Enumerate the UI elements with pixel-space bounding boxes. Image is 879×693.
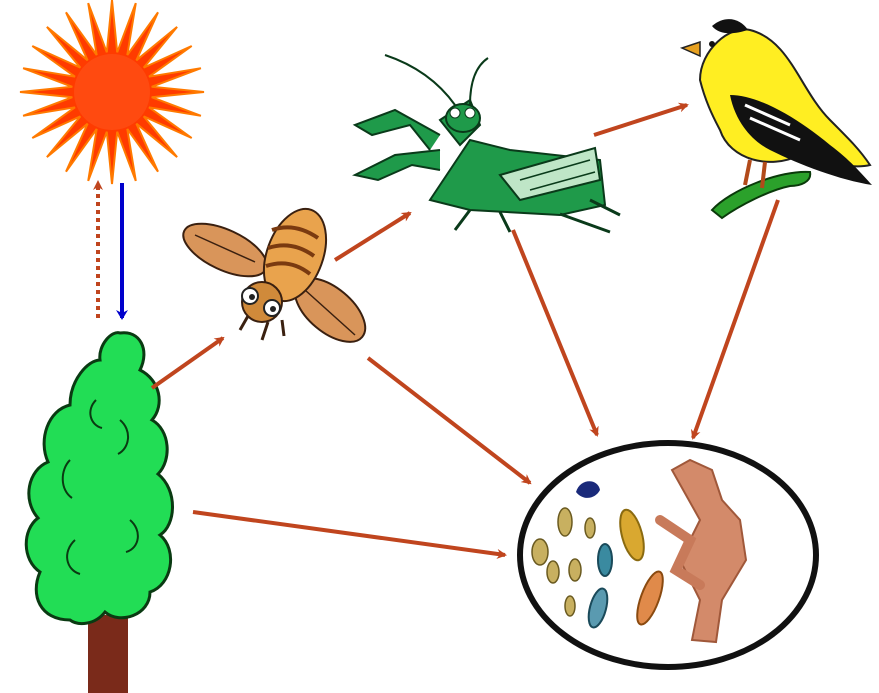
bee-icon — [176, 200, 377, 354]
arrow-tree-to-bee — [152, 338, 223, 388]
arrow-mantis-to-bird — [594, 105, 687, 135]
arrow-bee-to-mantis — [335, 213, 410, 260]
tree-icon — [26, 333, 172, 693]
arrow-bird-to-microbes — [693, 200, 778, 438]
arrow-mantis-to-microbes — [513, 230, 597, 435]
arrow-tree-to-microbes — [193, 512, 505, 555]
bird-icon — [682, 19, 872, 218]
arrow-bee-to-microbes — [368, 358, 530, 483]
mantis-icon — [355, 55, 620, 232]
sun-icon — [20, 0, 204, 184]
microorganisms-icon — [520, 443, 816, 667]
